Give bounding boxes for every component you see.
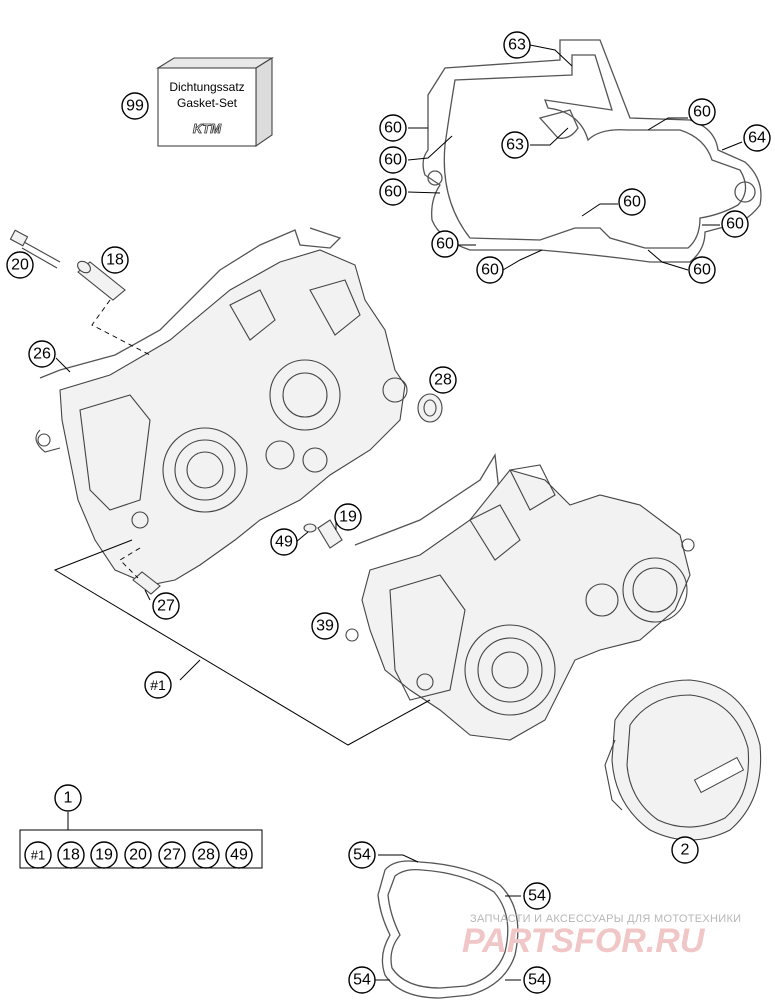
svg-text:63: 63 bbox=[506, 137, 524, 154]
callout-54-top-right[interactable]: 54 bbox=[523, 882, 551, 910]
kit-item-27[interactable]: 27 bbox=[158, 841, 186, 869]
svg-text:20: 20 bbox=[11, 257, 29, 274]
svg-text:60: 60 bbox=[623, 194, 641, 211]
svg-text:60: 60 bbox=[384, 184, 402, 201]
callout-assembly-1[interactable]: #1 bbox=[144, 671, 172, 699]
callout-1[interactable]: 1 bbox=[54, 784, 82, 812]
svg-text:#1: #1 bbox=[31, 848, 45, 863]
svg-text:60: 60 bbox=[436, 236, 454, 253]
svg-text:26: 26 bbox=[33, 346, 51, 363]
kit-contents-row: #1 18 19 20 27 28 49 bbox=[24, 841, 253, 869]
kit-item-49[interactable]: 49 bbox=[225, 841, 253, 869]
bolt-20 bbox=[9, 229, 61, 269]
callout-60-left-1[interactable]: 60 bbox=[379, 114, 407, 142]
svg-text:27: 27 bbox=[163, 847, 181, 864]
svg-text:49: 49 bbox=[230, 847, 248, 864]
kit-item-28[interactable]: 28 bbox=[192, 841, 220, 869]
svg-text:27: 27 bbox=[157, 598, 175, 615]
svg-text:60: 60 bbox=[384, 120, 402, 137]
watermark: ЗАПЧАСТИ И АКСЕССУАРЫ ДЛЯ МОТОТЕХНИКИ PA… bbox=[462, 913, 741, 960]
leader-lines bbox=[19, 44, 743, 981]
callout-28[interactable]: 28 bbox=[429, 366, 457, 394]
svg-text:18: 18 bbox=[62, 847, 80, 864]
callout-54-bottom-left[interactable]: 54 bbox=[348, 966, 376, 994]
callout-60-top-right[interactable]: 60 bbox=[688, 98, 716, 126]
callout-63-top[interactable]: 63 bbox=[503, 31, 531, 59]
callout-60-bottom-mid[interactable]: 60 bbox=[476, 256, 504, 284]
svg-text:99: 99 bbox=[126, 98, 144, 115]
svg-text:2: 2 bbox=[681, 842, 690, 859]
dowel-27 bbox=[132, 571, 161, 595]
svg-text:54: 54 bbox=[528, 972, 546, 989]
svg-text:18: 18 bbox=[106, 252, 124, 269]
svg-text:60: 60 bbox=[693, 104, 711, 121]
kit-item-20[interactable]: 20 bbox=[124, 841, 152, 869]
callout-39[interactable]: 39 bbox=[311, 612, 339, 640]
callout-19[interactable]: 19 bbox=[334, 503, 362, 531]
svg-text:60: 60 bbox=[693, 262, 711, 279]
watermark-site: PARTSFOR.RU bbox=[462, 922, 706, 960]
callout-26[interactable]: 26 bbox=[28, 340, 56, 368]
bolt-19 bbox=[317, 519, 343, 549]
left-crankcase-half bbox=[35, 227, 408, 586]
ktm-logo: KTM bbox=[193, 121, 222, 136]
kit-item-18[interactable]: 18 bbox=[57, 841, 85, 869]
right-crankcase-half bbox=[345, 453, 695, 741]
svg-text:60: 60 bbox=[726, 216, 744, 233]
watermark-tagline: ЗАПЧАСТИ И АКСЕССУАРЫ ДЛЯ МОТОТЕХНИКИ bbox=[470, 913, 741, 925]
kit-item-19[interactable]: 19 bbox=[90, 841, 118, 869]
svg-text:60: 60 bbox=[481, 262, 499, 279]
callout-60-bottom-right[interactable]: 60 bbox=[688, 256, 716, 284]
svg-text:60: 60 bbox=[384, 152, 402, 169]
svg-text:19: 19 bbox=[95, 847, 113, 864]
callout-64[interactable]: 64 bbox=[743, 124, 771, 152]
callout-60-left-3[interactable]: 60 bbox=[379, 178, 407, 206]
callout-60-left-2[interactable]: 60 bbox=[379, 146, 407, 174]
svg-text:49: 49 bbox=[275, 534, 293, 551]
bushing-28 bbox=[417, 393, 443, 423]
svg-text:20: 20 bbox=[129, 847, 147, 864]
gasket-kit-label-en: Gasket-Set bbox=[177, 96, 238, 110]
washer-49 bbox=[303, 523, 317, 533]
svg-text:54: 54 bbox=[528, 888, 546, 905]
callout-18[interactable]: 18 bbox=[101, 246, 129, 274]
svg-text:63: 63 bbox=[508, 37, 526, 54]
callout-54-bottom-right[interactable]: 54 bbox=[523, 966, 551, 994]
svg-text:39: 39 bbox=[316, 618, 334, 635]
svg-text:54: 54 bbox=[353, 847, 371, 864]
callout-54-top-left[interactable]: 54 bbox=[348, 841, 376, 869]
callout-63-inner[interactable]: 63 bbox=[501, 131, 529, 159]
ignition-cover bbox=[604, 679, 762, 841]
crankcase-assembly-bracket bbox=[53, 299, 431, 746]
dowel-sleeve-18 bbox=[77, 260, 126, 301]
callout-60-bottom-left[interactable]: 60 bbox=[431, 230, 459, 258]
kit-item-assembly[interactable]: #1 bbox=[24, 841, 52, 869]
svg-text:19: 19 bbox=[339, 509, 357, 526]
gasket-kit-label-de: Dichtungssatz bbox=[169, 80, 244, 94]
callout-20[interactable]: 20 bbox=[6, 251, 34, 279]
svg-text:1: 1 bbox=[64, 790, 73, 807]
svg-text:64: 64 bbox=[748, 130, 766, 147]
callout-2[interactable]: 2 bbox=[671, 836, 699, 864]
gasket-kit-box: Dichtungssatz Gasket-Set KTM bbox=[156, 57, 274, 148]
crankcase-gasket bbox=[422, 39, 762, 263]
svg-text:28: 28 bbox=[197, 847, 215, 864]
callout-99[interactable]: 99 bbox=[121, 92, 149, 120]
svg-text:#1: #1 bbox=[150, 677, 166, 693]
callout-49[interactable]: 49 bbox=[270, 528, 298, 556]
callout-60-center[interactable]: 60 bbox=[618, 188, 646, 216]
svg-text:54: 54 bbox=[353, 972, 371, 989]
callout-27[interactable]: 27 bbox=[152, 592, 180, 620]
callout-60-right[interactable]: 60 bbox=[721, 210, 749, 238]
cover-gasket bbox=[377, 860, 519, 999]
svg-text:28: 28 bbox=[434, 372, 452, 389]
